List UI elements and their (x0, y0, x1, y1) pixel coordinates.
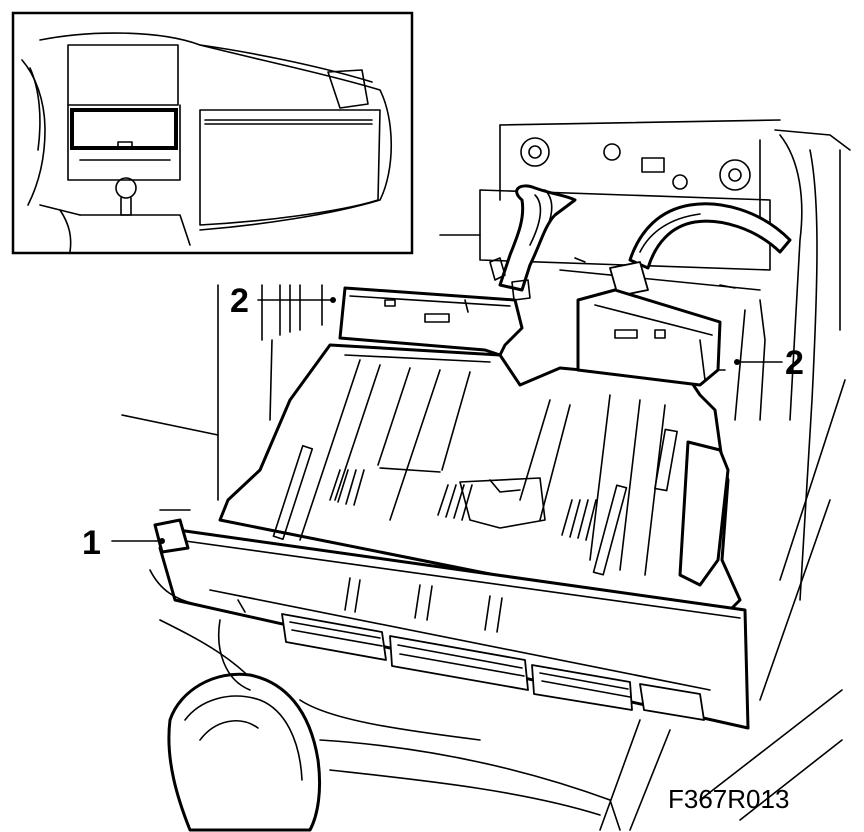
wiring-harness-right (609, 202, 792, 306)
main-illustration (121, 119, 851, 832)
dash-background (439, 119, 851, 821)
callout-label-2-right: 2 (785, 344, 804, 382)
front-panel-vents (281, 613, 705, 721)
callout-1: 1 (82, 524, 165, 562)
climate-control-unit (149, 286, 750, 730)
callout-2-left: 2 (230, 282, 336, 320)
ribs-center (437, 484, 473, 521)
ribs-right (561, 499, 597, 541)
lower-console (159, 619, 671, 832)
left-trim-panel (121, 284, 323, 511)
inset-dashboard-drawing (21, 32, 392, 253)
callout-2-right: 2 (734, 344, 804, 382)
callout-label-1: 1 (82, 524, 101, 562)
figure-code: F367R013 (668, 784, 789, 814)
dashboard-inset (11, 11, 414, 255)
ribs-left (329, 469, 365, 506)
wiring-harness-left (489, 184, 577, 301)
callout-label-2-left: 2 (230, 282, 249, 320)
